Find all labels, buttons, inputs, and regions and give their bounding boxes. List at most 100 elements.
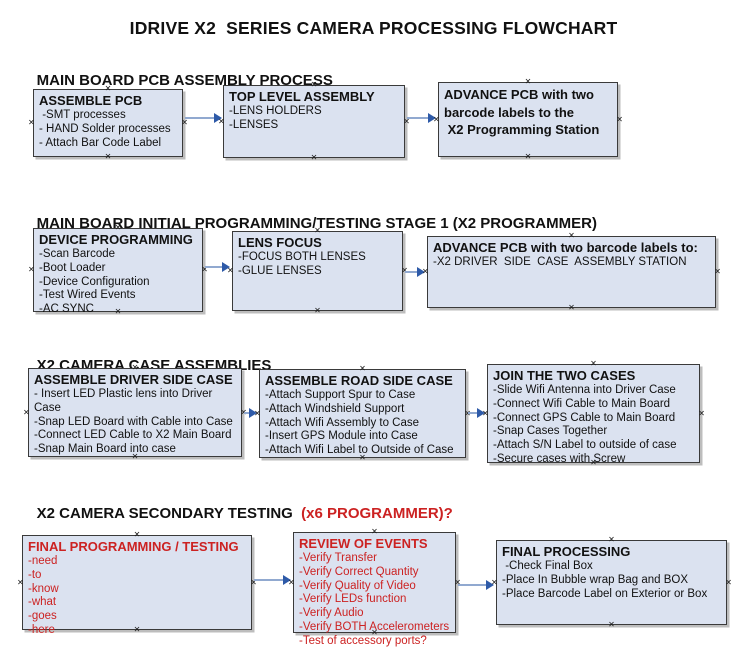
box-item: -Connect LED Cable to X2 Main Board [34,429,232,442]
anchor-mark-icon: ✕ [590,359,597,368]
anchor-mark-icon: ✕ [608,535,615,544]
box-title: ADVANCE PCB with two barcode labels to t… [444,87,600,137]
box-advance-to-case-assembly[interactable]: ADVANCE PCB with two barcode labels to: … [422,232,721,312]
anchor-mark-icon: ✕ [568,303,575,312]
box-item: -here [28,623,55,636]
box-item: -know [28,582,59,595]
box-top-level-assembly[interactable]: TOP LEVEL ASSEMBLY -LENS HOLDERS -LENSES… [218,81,410,162]
connector-arrow[interactable] [405,267,425,277]
connector-arrow[interactable] [244,408,257,418]
arrow-line [244,412,249,414]
box-title: LENS FOCUS [238,235,322,250]
anchor-mark-icon: ✕ [17,577,24,587]
box-title: ADVANCE PCB with two barcode labels to: [433,240,698,255]
box-item: -Check Final Box [502,560,593,572]
box-final-programming-testing[interactable]: FINAL PROGRAMMING / TESTING -need -to -k… [17,531,257,636]
box-title: TOP LEVEL ASSEMBLY [229,89,375,104]
box-item: -Verify Correct Quantity [299,565,419,578]
arrow-head-icon [283,575,291,585]
box-assemble-road-side-case[interactable]: ASSEMBLE ROAD SIDE CASE -Attach Support … [254,365,471,462]
arrow-line [185,117,214,119]
box-assemble-driver-side-case[interactable]: ASSEMBLE DRIVER SIDE CASE - Insert LED P… [23,364,247,461]
arrow-head-icon [417,267,425,277]
box-assemble-pcb[interactable]: ASSEMBLE PCB -SMT processes - HAND Solde… [28,85,188,161]
box-item: -Attach S/N Label to outside of case [493,439,677,452]
anchor-mark-icon: ✕ [616,114,623,124]
connector-arrow[interactable] [185,113,222,123]
arrow-head-icon [249,408,257,418]
box-title: DEVICE PROGRAMMING [39,232,193,247]
connector-arrow[interactable] [407,113,436,123]
anchor-mark-icon: ✕ [28,265,35,274]
box-title: ASSEMBLE PCB [39,93,143,108]
arrow-head-icon [222,262,230,272]
box-lens-focus[interactable]: LENS FOCUS -FOCUS BOTH LENSES -GLUE LENS… [227,227,408,315]
arrow-line [254,579,283,581]
box-item: -Secure cases with Screw [493,452,626,465]
box-item: - HAND Solder processes [39,122,171,135]
box-join-the-two-cases[interactable]: JOIN THE TWO CASES -Slide Wifi Antenna i… [482,360,705,467]
box-item: -Boot Loader [39,261,106,274]
connector-arrow[interactable] [468,408,485,418]
box-review-of-events[interactable]: REVIEW OF EVENTS -Verify Transfer -Verif… [288,528,461,647]
anchor-mark-icon: ✕ [310,153,318,162]
anchor-mark-icon: ✕ [714,267,721,276]
section-heading-text: X2 CAMERA SECONDARY TESTING [36,505,293,522]
box-item: -Verify Transfer [299,552,377,564]
arrow-line [468,412,477,414]
box-item: -Connect GPS Cable to Main Board [493,411,676,424]
anchor-mark-icon: ✕ [608,620,615,629]
box-item: - Attach Bar Code Label [39,136,162,149]
box-item: -Attach Support Spur to Case [265,389,416,401]
box-item: -Verify LEDs function [299,593,407,606]
box-item: -Attach Wifi Assembly to Case [265,416,420,429]
arrow-head-icon [214,113,222,123]
box-title: REVIEW OF EVENTS [299,536,428,551]
section-heading-text: MAIN BOARD PCB ASSEMBLY PROCESS [36,72,333,89]
section-heading-secondary-testing: X2 CAMERA SECONDARY TESTING (x6 PROGRAMM… [20,488,453,539]
box-item: -Attach Windshield Support [265,402,405,415]
connector-arrow[interactable] [254,575,291,585]
box-item: -LENSES [229,118,279,131]
box-item: -GLUE LENSES [238,264,322,277]
arrow-head-icon [486,580,494,590]
anchor-mark-icon: ✕ [314,306,321,315]
anchor-mark-icon: ✕ [524,152,532,161]
arrow-line [458,584,486,586]
arrow-head-icon [477,408,485,418]
box-title: JOIN THE TWO CASES [493,368,636,383]
anchor-mark-icon: ✕ [524,77,532,86]
box-title: ASSEMBLE ROAD SIDE CASE [265,373,453,388]
anchor-mark-icon: ✕ [698,408,705,418]
box-title: FINAL PROCESSING [502,544,631,559]
box-item: -need [28,555,58,567]
box-item: -X2 DRIVER SIDE CASE ASSEMBLY STATION [433,256,687,268]
box-item: -Attach Wifi Label to Outside of Case [265,444,454,457]
anchor-mark-icon: ✕ [23,407,30,417]
arrow-head-icon [428,113,436,123]
box-item: -Test of accessory ports? [299,634,427,647]
box-item: -Verify Quality of Video [299,579,416,592]
section-heading-accent: (x6 PROGRAMMER)? [292,505,453,522]
box-item: -AC SYNC [39,303,94,316]
box-final-processing[interactable]: FINAL PROCESSING -Check Final Box -Place… [491,536,732,629]
box-item: -Test Wired Events [39,289,136,302]
box-item: -Device Configuration [39,275,150,288]
box-item: -to [28,568,42,581]
box-device-programming[interactable]: DEVICE PROGRAMMING -Scan Barcode -Boot L… [28,224,208,316]
section-heading-text: MAIN BOARD INITIAL PROGRAMMING/TESTING S… [36,215,597,232]
box-advance-to-programming-station[interactable]: ADVANCE PCB with two barcode labels to t… [433,78,623,161]
connector-arrow[interactable] [205,262,230,272]
box-item: - Insert LED Plastic lens into Driver Ca… [34,388,216,414]
box-item: -Snap Cases Together [493,425,608,438]
box-item: -Insert GPS Module into Case [265,430,418,443]
box-item: -Snap Main Board into case [34,443,176,456]
box-item: -Snap LED Board with Cable into Case [34,415,233,428]
anchor-mark-icon: ✕ [725,577,732,587]
connector-arrow[interactable] [458,580,494,590]
box-item: -SMT processes [39,109,126,121]
box-item: -goes [28,610,57,623]
box-title: ASSEMBLE DRIVER SIDE CASE [34,372,233,387]
arrow-line [405,271,417,273]
